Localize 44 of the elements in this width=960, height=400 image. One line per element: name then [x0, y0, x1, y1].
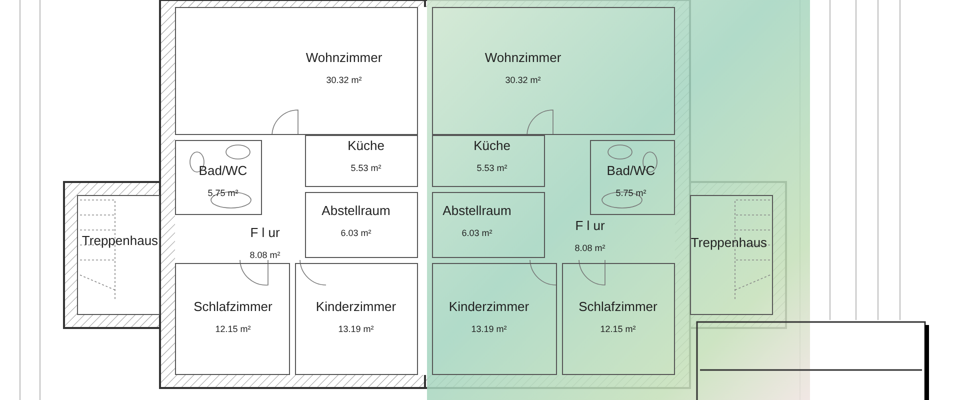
room: [175, 7, 418, 135]
room-area: 8.08 m²: [250, 250, 280, 260]
room-name: F l ur: [575, 218, 605, 233]
room: [590, 140, 675, 215]
room-name: Schlafzimmer: [578, 299, 658, 314]
room-area: 8.08 m²: [574, 243, 606, 253]
room: [432, 263, 557, 375]
room-name: Treppenhaus: [82, 233, 158, 248]
room: [432, 192, 545, 258]
room-name: Schlafzimmer: [194, 299, 272, 314]
room: [562, 263, 675, 375]
room-name: Wohnzimmer: [484, 50, 562, 65]
room-area: 12.15 m²: [215, 324, 251, 334]
room-area: 30.32 m²: [505, 75, 541, 85]
room-area: 5.53 m²: [350, 163, 382, 173]
room-name: Küche: [348, 138, 384, 153]
room-name: Treppenhaus: [690, 235, 768, 250]
room-area: 12.15 m²: [600, 324, 636, 334]
room-name: Küche: [474, 138, 510, 153]
room-area: 13.19 m²: [471, 324, 507, 334]
room: [77, 195, 160, 315]
room: [432, 135, 545, 187]
room-name: Abstellraum: [442, 203, 512, 218]
room: [305, 135, 418, 187]
room: [690, 195, 773, 315]
room-name: Kinderzimmer: [316, 299, 396, 314]
room-name: Bad/WC: [606, 163, 656, 178]
room: [432, 7, 675, 135]
room-name: Kinderzimmer: [448, 299, 530, 314]
room-area: 30.32 m²: [326, 75, 362, 85]
room-area: 13.19 m²: [338, 324, 374, 334]
room-name: F l ur: [250, 225, 280, 240]
room-area: 5.75 m²: [616, 188, 646, 198]
room-area: 6.03 m²: [340, 228, 372, 238]
room-area: 6.03 m²: [462, 228, 492, 238]
room-area: 5.53 m²: [476, 163, 508, 173]
room: [175, 263, 290, 375]
room-name: Wohnzimmer: [306, 50, 382, 65]
room: [175, 140, 262, 215]
room: [295, 263, 418, 375]
room-name: Abstellraum: [322, 203, 390, 218]
room-name: Bad/WC: [198, 163, 248, 178]
room: [305, 192, 418, 258]
room-area: 5.75 m²: [208, 188, 238, 198]
